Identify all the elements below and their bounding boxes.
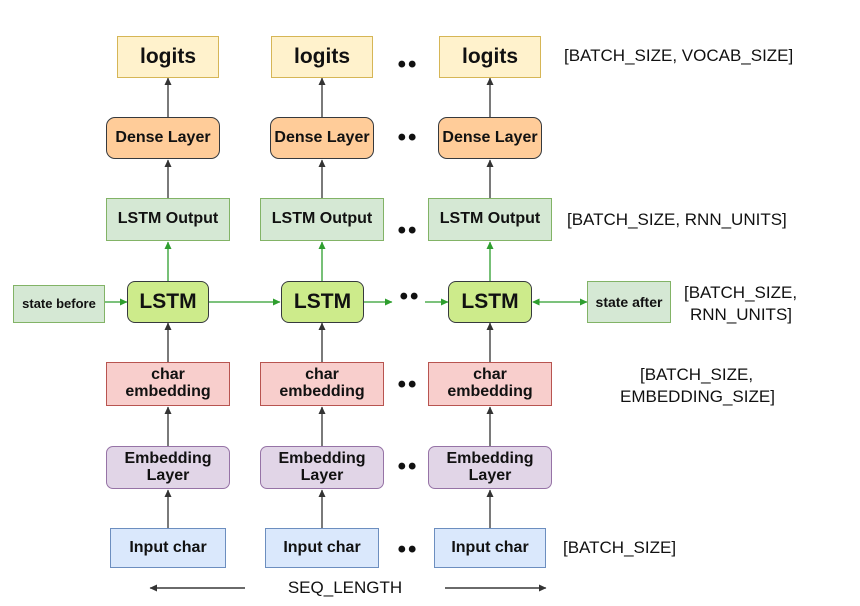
char-embedding-label-line-1: char [305, 366, 339, 384]
embedding-layer-label-line-2: Layer [146, 466, 190, 484]
char-embedding-label-line-2: embedding [447, 383, 533, 400]
state-before-label: state before [22, 296, 96, 312]
logits-box: logits [117, 36, 219, 78]
dim-logits: [BATCH_SIZE, VOCAB_SIZE] [564, 46, 794, 65]
logits-label: logits [462, 44, 518, 68]
dense-layer-box: Dense Layer [270, 117, 374, 159]
input-char-label: Input char [283, 538, 361, 556]
lstm-output-label: LSTM Output [439, 210, 541, 228]
ellipsis-logits: •• [397, 51, 419, 78]
embedding-layer-label-line-1: Embedding [446, 449, 534, 467]
embedding-layer-label-line-2: Layer [300, 466, 344, 484]
logits-label: logits [294, 44, 350, 68]
state-before-box: state before [13, 285, 105, 323]
dense-layer-label: Dense Layer [274, 128, 370, 146]
dim-char-embedding-line-2: EMBEDDING_SIZE] [620, 387, 775, 406]
dense-layer-box: Dense Layer [438, 117, 542, 159]
embedding-layer-label-line-2: Layer [468, 466, 512, 484]
char-embedding-label-line-2: embedding [125, 383, 211, 400]
input-char-label: Input char [129, 538, 207, 556]
lstm-cell: LSTM [448, 281, 532, 323]
logits-label: logits [140, 44, 196, 68]
dim-char-embedding-line-1: [BATCH_SIZE, [640, 365, 754, 384]
dense-layer-label: Dense Layer [442, 128, 538, 146]
input-char-box: Input char [434, 528, 546, 568]
dense-layer-box: Dense Layer [106, 117, 220, 159]
ellipsis-lstm: •• [399, 283, 421, 310]
lstm-cell: LSTM [127, 281, 209, 323]
lstm-cell: LSTM [281, 281, 364, 323]
ellipsis-char-embedding: •• [397, 371, 419, 398]
ellipsis-dense: •• [397, 124, 419, 151]
ellipsis-lstm-output: •• [397, 217, 419, 244]
lstm-label: LSTM [461, 289, 519, 313]
ellipsis-input-char: •• [397, 536, 419, 563]
lstm-label: LSTM [139, 289, 197, 313]
state-after-box: state after [587, 281, 671, 323]
embedding-layer-label-line-1: Embedding [124, 449, 212, 467]
lstm-output-box: LSTM Output [106, 198, 230, 241]
dim-lstm-state-line-2: RNN_UNITS] [690, 305, 793, 324]
char-embedding-label-line-1: char [151, 366, 185, 384]
state-after-label: state after [595, 293, 663, 310]
input-char-box: Input char [265, 528, 379, 568]
dim-lstm-state-line-1: [BATCH_SIZE, [684, 283, 798, 302]
lstm-output-box: LSTM Output [428, 198, 552, 241]
lstm-output-box: LSTM Output [260, 198, 384, 241]
dense-layer-label: Dense Layer [115, 128, 211, 146]
dim-input: [BATCH_SIZE] [563, 538, 677, 557]
embedding-layer-label-line-1: Embedding [278, 449, 366, 467]
seq-length-label: SEQ_LENGTH [287, 578, 403, 597]
logits-box: logits [439, 36, 541, 78]
lstm-output-label: LSTM Output [271, 210, 373, 228]
input-char-box: Input char [110, 528, 226, 568]
lstm-label: LSTM [293, 289, 352, 313]
char-embedding-label-line-2: embedding [279, 383, 365, 400]
logits-box: logits [271, 36, 373, 78]
char-embedding-label-line-1: char [473, 366, 507, 384]
lstm-output-label: LSTM Output [117, 210, 219, 228]
ellipsis-embedding-layer: •• [397, 453, 419, 480]
dim-lstm-output: [BATCH_SIZE, RNN_UNITS] [567, 210, 787, 229]
input-char-label: Input char [451, 538, 529, 556]
